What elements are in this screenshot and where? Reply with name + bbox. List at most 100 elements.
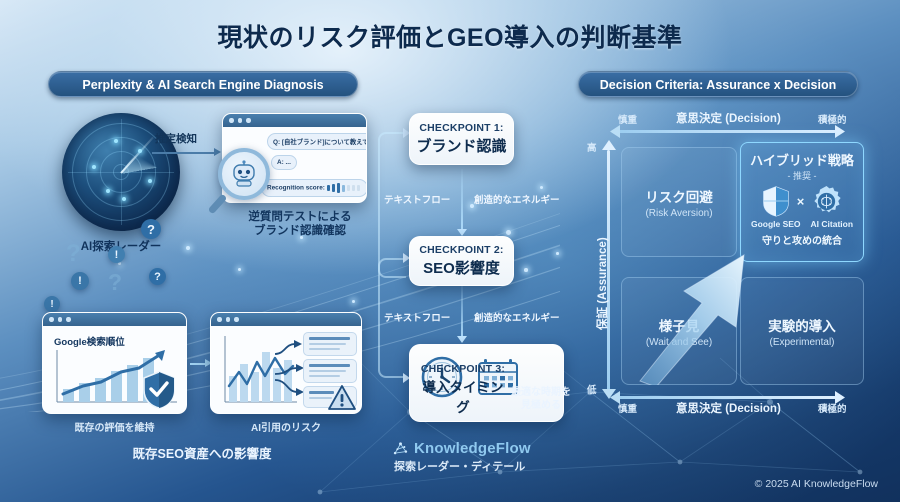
ai-citation-chart [224,336,304,403]
quadrant-risk-aversion-en: (Risk Aversion) [645,207,713,219]
cp2-cp3-arrowhead [457,336,467,343]
score-bar [356,185,361,191]
quadrant-hybrid-footer: 守りと攻めの統合 [762,236,842,247]
calendar-icon [478,359,518,395]
section-pill-decision: Decision Criteria: Assurance x Decision [578,71,858,97]
quadrant-hybrid-subtitle: - 推奨 - [787,171,817,181]
chat-question-bubble: Q: [自社ブランド]について教えて? [267,133,366,150]
checkpoint-3-note-line2: 見極める [521,400,561,411]
flow-bracket-lower [378,258,406,378]
matrix-x-left-end-bottom: 慎重 [618,404,638,415]
brand-name: KnowledgeFlow [414,440,531,457]
browser-dot [57,317,62,322]
score-bar [346,185,351,191]
flow-arrow-cp2 [403,253,410,263]
browser-caption-line2: ブランド認識確認 [254,225,346,237]
matrix-x-right-end-bottom: 積極的 [818,404,847,415]
matrix-y-axis-label: 保証 (Assurance) [597,237,609,330]
quadrant-experimental-jp: 実験的導入 [768,318,836,334]
shield-check-icon [143,371,175,409]
question-mark-ghost: ? [108,269,123,295]
cp1-cp2-connector [461,169,463,231]
matrix-x-left-end-top: 慎重 [618,115,638,126]
exclamation-mark-badge: ! [108,246,125,263]
recognition-score-bubble: Recognition score: [261,179,366,197]
recognition-score-label: Recognition score: [267,184,325,192]
browser-content: Q: [自社ブランド]について教えて? A: ... Recognition s… [223,127,366,202]
ai-gear-brain-icon [814,185,841,212]
checkpoint-1-key: CHECKPOINT 1: [419,122,504,134]
exclamation-mark-badge: ! [71,272,89,290]
flow-label-textflow-2: テキストフロー [384,313,451,324]
browser-content: Google検索順位 [43,326,186,413]
quadrant-experimental-en: (Experimental) [769,336,835,348]
clock-icon [421,356,463,398]
quadrant-risk-aversion-jp: リスク回避 [645,189,713,205]
matrix-x-axis-label-bottom: 意思決定 (Decision) [676,403,781,415]
matrix-y-arrow-down [602,389,616,399]
flow-label-energy-2: 創造的なエネルギー [474,313,560,324]
quadrant-hybrid-operator: × [796,193,805,209]
ai-bot-icon [229,159,259,189]
quadrant-risk-aversion[interactable]: リスク回避 (Risk Aversion) [621,147,737,257]
matrix-y-axis [607,150,610,390]
browser-dot [217,317,222,322]
detect-arrow-line [152,152,215,154]
flow-arrow-cp1 [403,128,410,138]
cp1-cp2-arrowhead [457,229,467,236]
browser-titlebar [43,313,186,326]
question-mark-badge: ? [141,219,161,239]
strategy-direction-arrow [639,254,745,385]
seo-ranking-card: Google検索順位 [42,312,187,414]
score-bar [331,184,336,192]
quadrant-hybrid-left-icon-label: Google SEO [750,219,801,229]
browser-titlebar [223,114,366,127]
browser-dot [66,317,71,322]
seo-impact-group-label: 既存SEO資産への影響度 [132,447,272,461]
matrix-x-arrow-right-top [835,125,845,138]
browser-caption-line1: 逆質問テストによる [248,211,352,223]
brand-block: KnowledgeFlow 探索レーダー・ディテール [392,440,531,474]
cards-connector-line [190,363,206,365]
ai-citation-risk-card [210,312,362,414]
quadrant-hybrid-right-icon-label: AI Citation [810,219,854,229]
matrix-x-arrow-left-top [610,125,620,138]
question-mark-ghost: ? [66,240,81,267]
ai-search-radar-icon [62,113,180,231]
question-mark-badge: ? [149,268,166,285]
shield-icon [762,186,789,217]
citation-bubble [303,332,357,356]
cp2-cp3-connector [461,286,463,338]
detect-arrow-head [214,148,221,156]
matrix-x-arrow-right-bottom [835,391,845,404]
score-bar [351,185,356,191]
checkpoint-3-key: CHECKPOINT 3: [420,363,506,375]
matrix-y-arrow-up [602,140,616,150]
score-bar [341,184,346,192]
flow-arrow-cp3 [403,373,410,383]
detect-arrow-label: 推定検知 [155,133,197,145]
quadrant-hybrid-strategy[interactable]: ハイブリッド戦略 - 推奨 - × [740,142,864,262]
quadrant-experimental[interactable]: 実験的導入 (Experimental) [740,277,864,385]
magnifier-handle-icon [207,193,228,215]
checkpoint-2-key: CHECKPOINT 2: [419,244,504,256]
checkpoint-3[interactable]: CHECKPOINT 3: 導入タイミング [409,344,564,422]
browser-dot [229,118,234,123]
flow-label-textflow-1: テキストフロー [384,195,451,206]
browser-dot [225,317,230,322]
knowledgeflow-logo-icon [393,442,408,455]
matrix-y-top-end: 高 [587,143,597,154]
browser-dot [237,118,242,123]
browser-caption: 逆質問テストによる ブランド認識確認 [230,210,370,238]
checkpoint-1[interactable]: CHECKPOINT 1: ブランド認識 [409,113,514,165]
exclamation-mark-badge: ! [44,296,60,312]
flow-label-energy-1: 創造的なエネルギー [474,195,560,206]
checkpoint-2[interactable]: CHECKPOINT 2: SEO影響度 [409,236,514,286]
copyright-text: © 2025 AI KnowledgeFlow [754,478,878,490]
quadrant-hybrid-jp: ハイブリッド戦略 [750,153,854,168]
matrix-x-axis-top [618,130,836,133]
matrix-x-axis-label-top: 意思決定 (Decision) [676,113,781,125]
page-title: 現状のリスク評価とGEO導入の判断基準 [217,24,683,52]
browser-titlebar [211,313,361,326]
